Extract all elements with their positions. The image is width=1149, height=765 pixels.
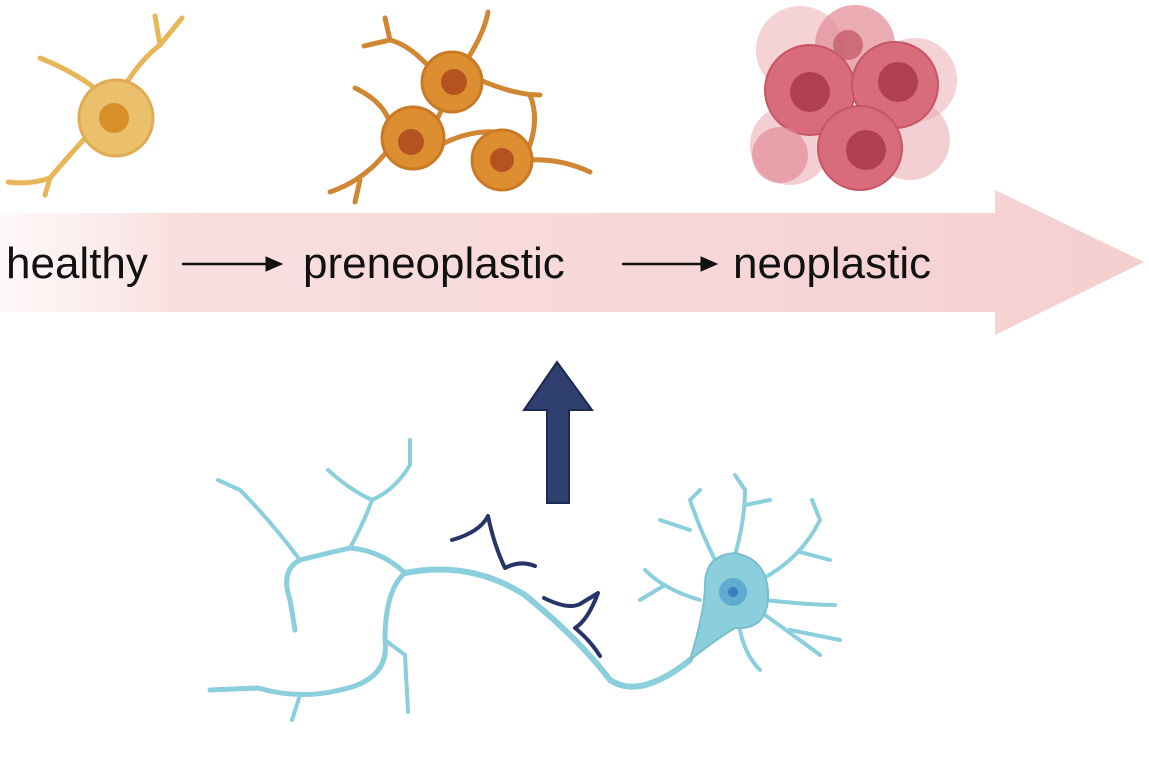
neoplastic-cells-icon bbox=[750, 5, 957, 191]
neuron-icon bbox=[207, 438, 693, 722]
preneoplastic-cells-icon bbox=[327, 9, 593, 205]
stage-connector-arrow bbox=[622, 256, 719, 272]
electrical-signal-icon bbox=[450, 514, 537, 570]
stage-label-neoplastic: neoplastic bbox=[733, 239, 931, 288]
electrical-signal-icon bbox=[542, 591, 602, 658]
stage-connector-arrow bbox=[182, 256, 284, 272]
progression-arrow bbox=[0, 190, 1144, 335]
neuron-soma-icon bbox=[638, 473, 842, 672]
influence-arrow bbox=[522, 360, 594, 504]
stage-label-preneoplastic: preneoplastic bbox=[303, 239, 565, 288]
healthy-cell-icon bbox=[5, 13, 185, 198]
stage-label-healthy: healthy bbox=[6, 239, 148, 288]
